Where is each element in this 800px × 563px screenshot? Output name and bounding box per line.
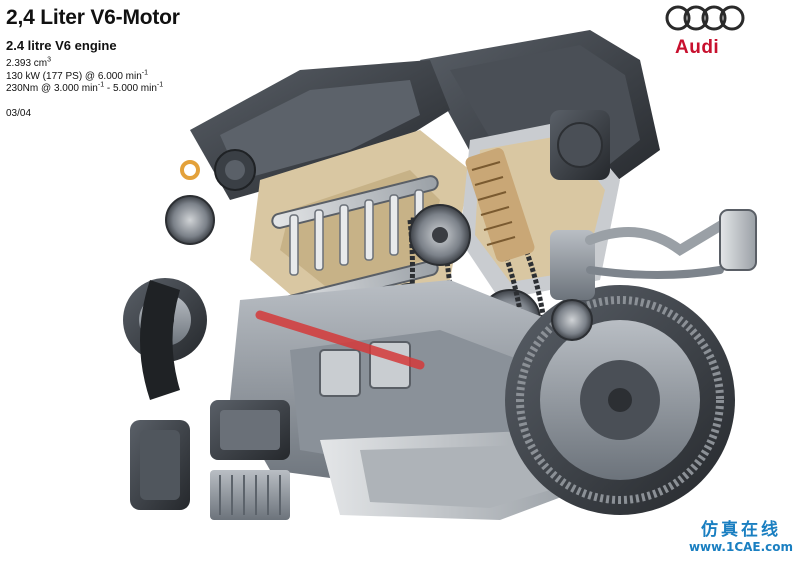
- engine-cutaway-illustration: [123, 30, 757, 520]
- audi-rings-logo: [665, 5, 745, 31]
- spec-torque-exp1: -1: [97, 81, 105, 89]
- publication-date: 03/04: [6, 108, 32, 119]
- spec-torque-value: 230Nm @ 3.000 min: [6, 83, 98, 94]
- page-title: 2,4 Liter V6-Motor: [6, 6, 180, 29]
- spec-torque: 230Nm @ 3.000 min-1 - 5.000 min-1: [6, 81, 164, 96]
- watermark-chinese: 仿真在线: [701, 520, 781, 540]
- spec-displacement-value: 2.393 cm: [6, 58, 48, 69]
- spec-displacement-exp: 3: [47, 56, 52, 64]
- watermark-url: www.1CAE.com: [688, 540, 794, 554]
- watermark: 仿真在线 www.1CAE.com: [684, 520, 798, 554]
- spec-torque-range: - 5.000 min: [104, 83, 157, 94]
- audi-wordmark: Audi: [675, 37, 720, 58]
- spec-power: 130 kW (177 PS) @ 6.000 min-1: [6, 69, 163, 84]
- spec-power-exp: -1: [141, 69, 149, 77]
- spec-power-value: 130 kW (177 PS) @ 6.000 min: [6, 70, 142, 82]
- spec-torque-exp2: -1: [156, 81, 164, 89]
- spec-list: 2.393 cm3 130 kW (177 PS) @ 6.000 min-1 …: [6, 56, 164, 96]
- spec-displacement: 2.393 cm3: [6, 56, 163, 71]
- page-subtitle: 2.4 litre V6 engine: [6, 38, 117, 53]
